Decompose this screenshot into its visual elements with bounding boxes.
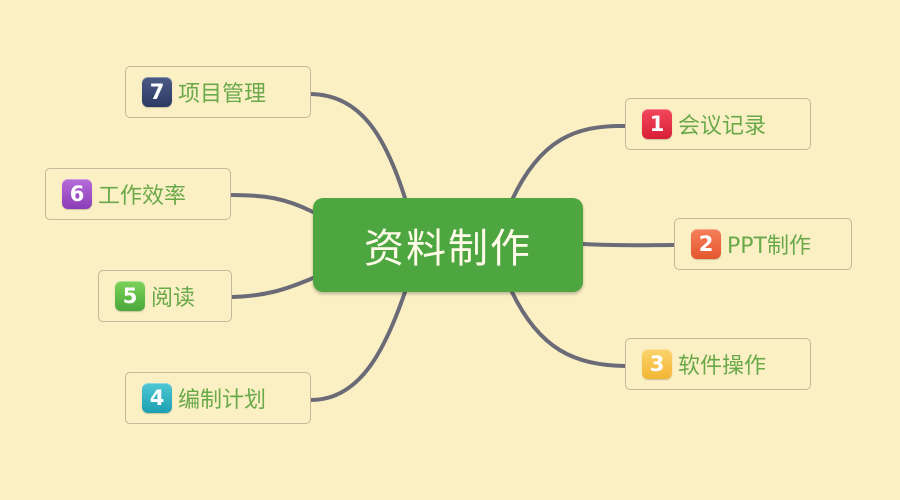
topic-reading[interactable]: 5 阅读 [98, 270, 232, 322]
topic-label: 软件操作 [678, 354, 767, 379]
topic-label: PPT制作 [727, 234, 811, 259]
number-badge-3: 3 [642, 349, 672, 379]
topic-project-management[interactable]: 7 项目管理 [125, 66, 311, 118]
number-badge-2: 2 [691, 229, 721, 259]
topic-label: 阅读 [151, 286, 196, 311]
number-badge-6: 6 [62, 179, 92, 209]
topic-meeting-notes[interactable]: 1 会议记录 [625, 98, 811, 150]
connector-2 [581, 242, 676, 248]
topic-label: 会议记录 [678, 114, 767, 139]
central-topic-label: 资料制作 [364, 226, 532, 272]
number-badge-4: 4 [142, 383, 172, 413]
connector-7 [309, 92, 407, 200]
topic-label: 工作效率 [98, 184, 187, 209]
connector-3 [510, 290, 627, 368]
topic-software-operation[interactable]: 3 软件操作 [625, 338, 811, 390]
connector-4 [309, 290, 407, 402]
topic-ppt-production[interactable]: 2 PPT制作 [674, 218, 852, 270]
topic-label: 项目管理 [178, 82, 267, 107]
topic-planning[interactable]: 4 编制计划 [125, 372, 311, 424]
connector-1 [510, 123, 627, 202]
number-badge-1: 1 [642, 109, 672, 139]
central-topic[interactable]: 资料制作 [313, 198, 583, 292]
topic-label: 编制计划 [178, 388, 267, 413]
number-badge-5: 5 [115, 281, 145, 311]
connector-6 [229, 193, 315, 214]
topic-work-efficiency[interactable]: 6 工作效率 [45, 168, 231, 220]
connector-5 [230, 276, 315, 299]
number-badge-7: 7 [142, 77, 172, 107]
